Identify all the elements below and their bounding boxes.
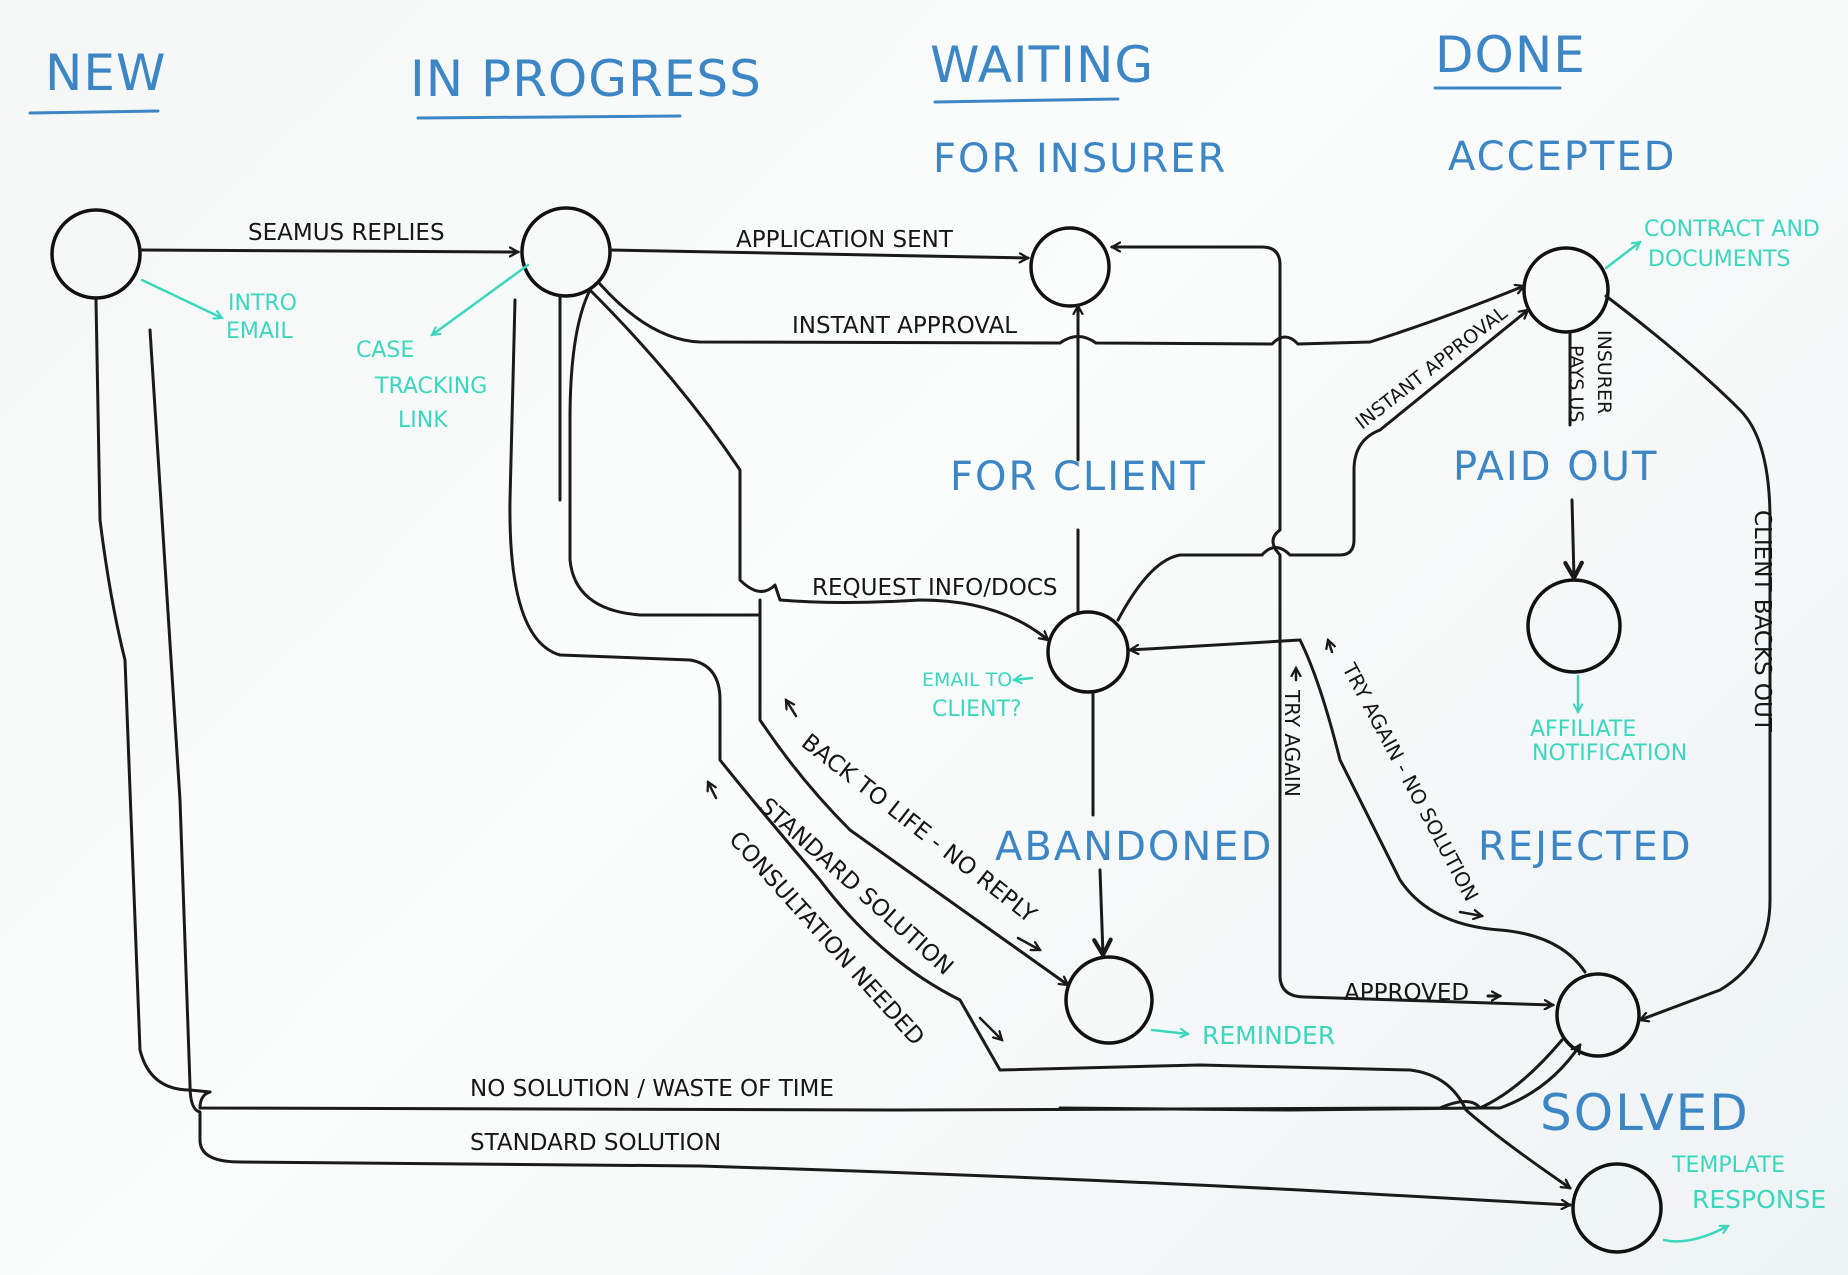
note-case-tracking-2: TRACKING [374,374,487,399]
label-paid-out: PAID OUT [1453,444,1658,490]
node-rejected [1555,972,1641,1058]
edge-insurer-to-rejected [1271,298,1553,1005]
node-solved [1571,1162,1663,1254]
label-insurer-pays-us-2: PAYS US [1565,345,1587,422]
label-insurer-pays-us-1: INSURER [1593,330,1615,414]
label-abandoned: ABANDONED [995,824,1273,870]
note-arrow-email-client [1014,678,1034,680]
header-done: DONE [1435,26,1586,84]
edge-standard-solution-arrow [978,1016,1002,1040]
edge-new-left-rail [94,298,212,1094]
node-abandoned [1064,955,1154,1045]
edge-application-sent [608,248,1028,258]
label-no-solution-waste: NO SOLUTION / WASTE OF TIME [470,1076,834,1102]
note-affiliate-1: AFFILIATE [1530,717,1636,742]
header-in-progress: IN PROGRESS [410,50,762,108]
edge-no-solution [198,1045,1582,1112]
note-email-to-client-1: EMAIL TO [922,669,1012,691]
edge-client-backs-out [1604,294,1772,1020]
label-client-backs-out: CLIENT BACKS OUT [1749,510,1775,733]
header-waiting-underline [933,97,1120,104]
label-accepted: ACCEPTED [1448,134,1676,180]
label-try-again-no-solution: TRY AGAIN - NO SOLUTION [1337,658,1483,905]
label-for-client: FOR CLIENT [950,454,1207,500]
edge-request-info [588,288,1048,640]
note-email-to-client-2: CLIENT? [932,697,1022,722]
note-intro-email-2: EMAIL [226,319,293,344]
label-application-sent: APPLICATION SENT [736,227,954,253]
edge-try-again [1130,638,1302,650]
node-waiting-client [1046,610,1130,694]
edge-client-back-in-progress [568,288,1068,985]
note-template-2: RESPONSE [1692,1185,1826,1214]
edge-try-again-no-solution-arrow [1458,912,1482,916]
transition-edges [94,247,1772,1205]
label-seamus-replies: SEAMUS REPLIES [248,220,445,246]
node-paid-out [1526,578,1622,674]
column-headers: NEW IN PROGRESS WAITING DONE [28,26,1586,120]
label-standard-solution-bottom: STANDARD SOLUTION [470,1130,721,1156]
note-case-tracking-1: CASE [356,338,414,363]
label-rejected: REJECTED [1478,824,1693,870]
edge-instant-approval-diag [1116,308,1528,622]
node-in-progress [520,206,612,298]
header-in-progress-underline [416,114,682,120]
note-case-tracking-3: LINK [398,408,448,433]
note-arrow-reminder [1150,1030,1188,1034]
edge-paid-out-down [1572,498,1574,578]
edge-back-to-life-arrow [1016,936,1040,952]
note-intro-email-1: INTRO [228,291,297,316]
edge-back-up-arrow [786,700,798,718]
edge-try-again-no-solution [1298,638,1587,974]
edge-consultation-up-arrow [708,782,718,800]
note-contract-docs-1: CONTRACT AND [1644,217,1820,242]
label-try-again: TRY AGAIN [1280,689,1304,797]
node-waiting-insurer [1029,226,1111,308]
side-notes: INTRO EMAIL CASE TRACKING LINK EMAIL TO … [140,217,1826,1243]
note-affiliate-2: NOTIFICATION [1532,741,1687,766]
header-new-underline [28,109,160,115]
note-arrow-intro [140,278,222,318]
label-instant-approval-top: INSTANT APPROVAL [792,313,1017,339]
edge-seamus-replies [138,250,518,252]
note-template-1: TEMPLATE [1671,1153,1785,1178]
node-new [50,208,142,300]
node-accepted [1522,246,1610,334]
edge-abandoned-down [1100,868,1103,955]
edge-new-right-rail [148,328,1570,1205]
edge-progress-rail-a [508,298,1570,1190]
edge-insurer-loop [1112,247,1282,302]
edge-instant-approval-top [598,282,1524,346]
header-waiting: WAITING [930,36,1154,94]
section-labels: FOR INSURER FOR CLIENT ABANDONED ACCEPTE… [933,134,1750,1142]
header-new: NEW [45,44,166,102]
label-for-insurer: FOR INSURER [933,136,1227,182]
label-approved: APPROVED [1344,980,1469,1006]
label-solved: SOLVED [1540,1084,1750,1142]
note-arrow-contract [1604,242,1640,270]
label-request-info: REQUEST INFO/DOCS [812,575,1058,601]
note-contract-docs-2: DOCUMENTS [1648,247,1790,272]
note-arrow-template [1662,1224,1728,1243]
edge-rejected-solved [1058,1038,1564,1112]
edge-try-again-top-arrow [1328,640,1332,654]
note-reminder: REMINDER [1202,1021,1335,1050]
note-arrow-case [432,263,530,335]
